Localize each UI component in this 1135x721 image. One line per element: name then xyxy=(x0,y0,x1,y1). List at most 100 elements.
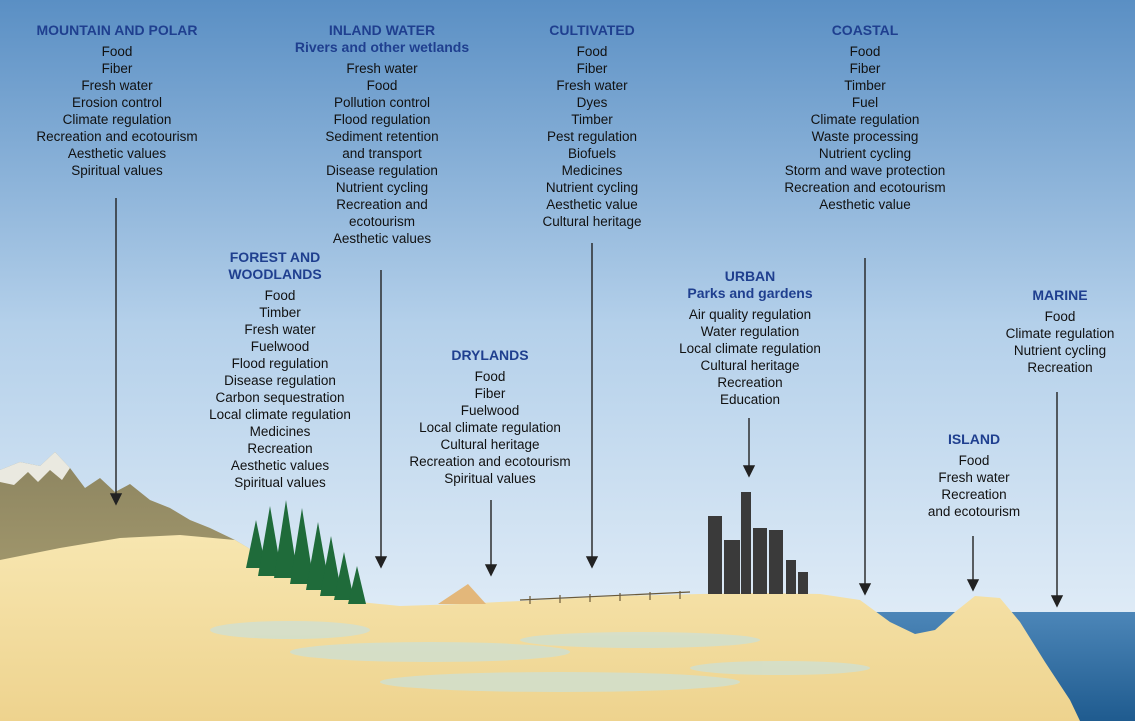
service-item: Recreation xyxy=(1027,360,1093,375)
service-item: Education xyxy=(719,392,781,407)
service-item: Fresh water xyxy=(81,78,153,93)
ecosystem-urban: URBAN Parks and gardens Air quality regu… xyxy=(662,268,838,408)
service-item: Food xyxy=(264,288,296,303)
ecosystem-title: CULTIVATED xyxy=(549,22,635,38)
service-item: Timber xyxy=(259,305,301,320)
service-item: Disease regulation xyxy=(326,163,438,178)
service-item: Fresh water xyxy=(556,78,628,93)
service-item: Fiber xyxy=(474,386,506,401)
service-item: Medicines xyxy=(249,424,311,439)
service-item: Flood regulation xyxy=(231,356,329,371)
service-item: Nutrient cycling xyxy=(818,146,912,161)
ecosystem-subtitle: Parks and gardens xyxy=(687,285,813,301)
service-item: Fresh water xyxy=(346,61,418,76)
service-item: Recreation and ecotourism xyxy=(784,180,946,195)
service-item: Recreation xyxy=(717,375,783,390)
service-item: Recreation xyxy=(941,487,1007,502)
service-item: Climate regulation xyxy=(62,112,172,127)
service-item: Food xyxy=(101,44,133,59)
service-item: Cultural heritage xyxy=(542,214,642,229)
service-item: Climate regulation xyxy=(1005,326,1115,341)
service-item: Cultural heritage xyxy=(440,437,540,452)
service-item: and transport xyxy=(342,146,422,161)
service-item: Food xyxy=(849,44,881,59)
ecosystem-title: MOUNTAIN AND POLAR xyxy=(36,22,198,38)
service-item: ecotourism xyxy=(348,214,416,229)
service-item: Erosion control xyxy=(71,95,163,110)
service-item: Fresh water xyxy=(938,470,1010,485)
service-item: Sediment retention xyxy=(325,129,439,144)
service-item: Recreation xyxy=(247,441,313,456)
service-item: Dyes xyxy=(576,95,608,110)
service-item: Spiritual values xyxy=(444,471,536,486)
service-item: Fuel xyxy=(851,95,879,110)
ecosystem-title: DRYLANDS xyxy=(451,347,529,363)
ecosystem-title: INLAND WATER xyxy=(328,22,436,38)
service-item: Food xyxy=(958,453,990,468)
forest xyxy=(246,500,366,604)
service-item: Timber xyxy=(844,78,886,93)
service-item: Recreation and xyxy=(336,197,428,212)
service-item: Disease regulation xyxy=(224,373,336,388)
ecosystem-title: COASTAL xyxy=(831,22,899,38)
service-item: Spiritual values xyxy=(71,163,163,178)
service-item: Spiritual values xyxy=(234,475,326,490)
service-item: Medicines xyxy=(561,163,623,178)
service-item: Fresh water xyxy=(244,322,316,337)
service-item: Recreation and ecotourism xyxy=(409,454,571,469)
service-item: Local climate regulation xyxy=(419,420,561,435)
dune xyxy=(438,584,486,604)
service-item: Fiber xyxy=(849,61,881,76)
service-item: Aesthetic values xyxy=(67,146,167,161)
service-item: Fuelwood xyxy=(250,339,310,354)
ecosystem-inland-water: INLAND WATER Rivers and other wetlands F… xyxy=(272,22,492,247)
service-item: Nutrient cycling xyxy=(1013,343,1107,358)
service-item: Pollution control xyxy=(333,95,431,110)
service-item: Timber xyxy=(571,112,613,127)
service-item: Fiber xyxy=(576,61,608,76)
service-item: Water regulation xyxy=(700,324,800,339)
service-item: Climate regulation xyxy=(810,112,920,127)
service-item: Local climate regulation xyxy=(679,341,821,356)
service-item: Food xyxy=(474,369,506,384)
service-item: Nutrient cycling xyxy=(545,180,639,195)
ecosystem-title: URBAN xyxy=(724,268,776,284)
service-item: Fuelwood xyxy=(460,403,520,418)
service-item: Biofuels xyxy=(567,146,617,161)
service-item: Local climate regulation xyxy=(209,407,351,422)
service-item: Aesthetic value xyxy=(819,197,911,212)
service-item: Aesthetic value xyxy=(546,197,638,212)
service-item: Food xyxy=(1044,309,1076,324)
service-item: Aesthetic values xyxy=(230,458,330,473)
fence-crops xyxy=(519,591,691,604)
mountain-snow xyxy=(0,452,70,485)
service-item: Cultural heritage xyxy=(700,358,800,373)
service-item: Food xyxy=(576,44,608,59)
arrows xyxy=(109,198,1064,608)
service-item: Nutrient cycling xyxy=(335,180,429,195)
service-item: Waste processing xyxy=(811,129,919,144)
service-item: Recreation and ecotourism xyxy=(36,129,198,144)
ecosystem-subtitle: Rivers and other wetlands xyxy=(294,39,470,55)
service-item: Storm and wave protection xyxy=(784,163,946,178)
service-item: Flood regulation xyxy=(333,112,431,127)
service-item: Food xyxy=(366,78,398,93)
ecosystem-title: FOREST AND WOODLANDS xyxy=(228,249,322,282)
